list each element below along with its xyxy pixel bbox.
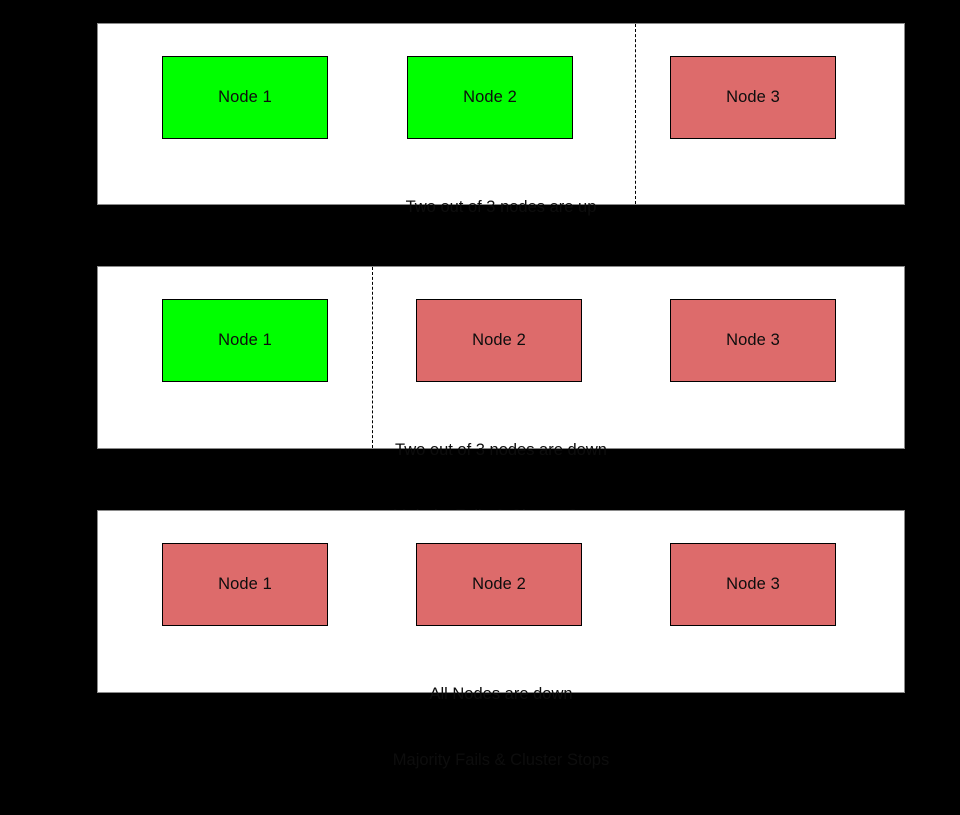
node-box-2[interactable]: Node 2 <box>416 543 582 626</box>
diagram-canvas: { "diagram": { "title": "Cluster Quorum … <box>97 23 905 769</box>
node-label: Node 3 <box>726 575 780 594</box>
node-box-1[interactable]: Node 1 <box>162 56 328 139</box>
caption-line-1: Two out of 3 nodes are down <box>395 441 607 459</box>
node-label: Node 1 <box>218 331 272 350</box>
node-box-3[interactable]: Node 3 <box>670 56 836 139</box>
node-label: Node 2 <box>463 88 517 107</box>
node-box-1[interactable]: Node 1 <box>162 299 328 382</box>
scenario-panel-two-down: Node 1 Node 2 Node 3 Two out of 3 nodes … <box>97 266 905 525</box>
node-label: Node 1 <box>218 575 272 594</box>
node-label: Node 3 <box>726 88 780 107</box>
quorum-divider-line <box>372 267 373 448</box>
quorum-divider-line <box>635 24 636 204</box>
scenario-caption: All Nodes are down Majority Fails & Clus… <box>98 639 904 815</box>
node-label: Node 3 <box>726 331 780 350</box>
node-box-2[interactable]: Node 2 <box>416 299 582 382</box>
scenario-panel-two-up: Node 1 Node 2 Node 3 Two out of 3 nodes … <box>97 23 905 282</box>
scenario-panel-all-down: Node 1 Node 2 Node 3 All Nodes are down … <box>97 510 905 769</box>
node-box-1[interactable]: Node 1 <box>162 543 328 626</box>
node-box-3[interactable]: Node 3 <box>670 543 836 626</box>
caption-line-1: All Nodes are down <box>429 685 573 703</box>
node-label: Node 1 <box>218 88 272 107</box>
node-label: Node 2 <box>472 575 526 594</box>
node-label: Node 2 <box>472 331 526 350</box>
caption-line-1: Two out of 3 nodes are up <box>405 198 597 216</box>
caption-line-2: Majority Fails & Cluster Stops <box>392 751 610 769</box>
node-box-2[interactable]: Node 2 <box>407 56 573 139</box>
node-box-3[interactable]: Node 3 <box>670 299 836 382</box>
